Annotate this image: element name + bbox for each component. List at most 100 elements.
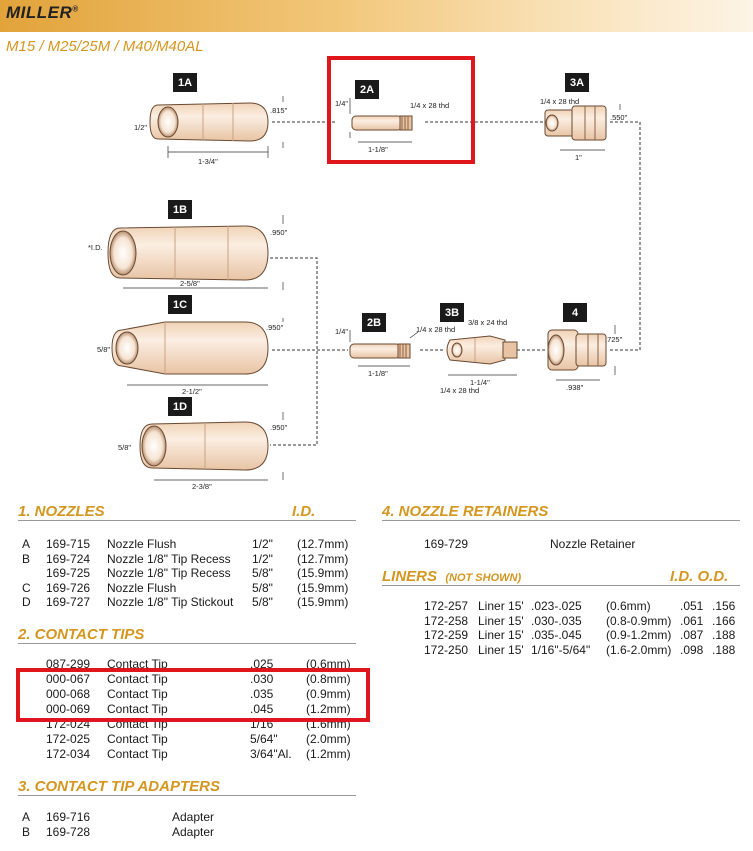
svg-text:1": 1" — [575, 153, 582, 162]
nozzle-1d — [139, 421, 269, 471]
tag-1c: 1C — [173, 299, 187, 311]
svg-text:.950": .950" — [270, 228, 288, 237]
size-mm: (0.6mm) — [606, 599, 651, 613]
section-liners-title: LINERS (NOT SHOWN) — [382, 568, 740, 586]
tag-2a: 2A — [360, 84, 374, 96]
liners-note: (NOT SHOWN) — [445, 572, 522, 584]
part-number: 172-258 — [424, 613, 469, 628]
tip-adapter-3b — [446, 335, 518, 365]
size: 1/2" — [252, 551, 273, 566]
section-nozzles-title: 1. NOZZLES — [18, 503, 356, 521]
section-contact-tips-title: 2. CONTACT TIPS — [18, 626, 356, 644]
nozzle-1a — [149, 102, 269, 142]
description: Nozzle Flush — [107, 537, 177, 551]
section-adapters-title: 3. CONTACT TIP ADAPTERS — [18, 778, 356, 796]
part-number: 169-724 — [46, 551, 91, 566]
part-number: 172-250 — [424, 642, 469, 657]
size: 1/2" — [252, 537, 273, 551]
nozzle-1c — [111, 321, 269, 375]
svg-text:1/4": 1/4" — [335, 327, 348, 336]
outer-diameter: .156 — [712, 599, 736, 613]
nozzles-id-header: I.D. — [292, 503, 316, 520]
part-number: 172-259 — [424, 628, 469, 642]
svg-text:2-5/8": 2-5/8" — [180, 279, 200, 288]
part-number: 169-728 — [46, 825, 91, 839]
tag-1b: 1B — [173, 204, 187, 216]
header-banner: MILLER® — [0, 0, 753, 32]
dimension-labels: .815" 1/2" 1-3/4" 1/4" 1/4 x 28 thd 1-1/… — [88, 97, 628, 491]
svg-text:1-3/4": 1-3/4" — [198, 157, 218, 166]
size-mm: (15.9mm) — [297, 566, 349, 580]
row-letter: A — [22, 810, 31, 824]
svg-text:1-1/8": 1-1/8" — [368, 145, 388, 154]
size-range: .030-.035 — [531, 613, 582, 628]
svg-text:1/2": 1/2" — [134, 123, 147, 132]
part-number: 172-034 — [46, 747, 91, 761]
description: Contact Tip — [107, 672, 168, 686]
svg-text:3/8 x 24 thd: 3/8 x 24 thd — [468, 318, 507, 327]
svg-text:1/4": 1/4" — [335, 99, 348, 108]
inner-diameter: .051 — [680, 599, 704, 613]
description: Nozzle 1/8" Tip Recess — [107, 551, 231, 566]
part-number: 000-067 — [46, 672, 91, 686]
part-tags: 1A 2A 3A 1B 1C 2B 3B 4 1D — [168, 73, 589, 416]
part-number: 087-299 — [46, 657, 91, 671]
part-number: 169-729 — [424, 537, 469, 551]
size-range: 1/16"-5/64" — [531, 642, 591, 657]
svg-text:1-1/4": 1-1/4" — [470, 378, 490, 387]
description: Liner 15' — [478, 613, 524, 628]
size-mm: (0.9-1.2mm) — [606, 628, 672, 642]
svg-text:5/8": 5/8" — [97, 345, 110, 354]
outer-diameter: .188 — [712, 642, 736, 657]
highlight-box-contact-tips — [16, 668, 370, 722]
size-mm: (1.2mm) — [306, 702, 351, 716]
tag-2b: 2B — [367, 317, 381, 329]
model-list: M15 / M25/25M / M40/M40AL — [6, 38, 204, 55]
inner-diameter: .098 — [680, 642, 704, 657]
svg-text:1-1/8": 1-1/8" — [368, 369, 388, 378]
svg-text:.725": .725" — [605, 335, 623, 344]
part-number: 169-715 — [46, 537, 91, 551]
retainer-row: 169-729 Nozzle Retainer — [0, 537, 753, 552]
part-number: 169-716 — [46, 810, 91, 824]
size-mm: (2.0mm) — [306, 732, 351, 746]
svg-text:1/4 x 28 thd: 1/4 x 28 thd — [416, 325, 455, 334]
size: 5/8" — [252, 566, 273, 580]
svg-text:*I.D.: *I.D. — [88, 243, 103, 252]
nozzle-retainer-4 — [547, 329, 607, 371]
description: Contact Tip — [107, 747, 168, 761]
size: 5/8" — [252, 595, 273, 609]
size: .035 — [250, 687, 274, 701]
inner-diameter: .061 — [680, 613, 704, 628]
section-retainers-title: 4. NOZZLE RETAINERS — [382, 503, 740, 521]
size: 5/8" — [252, 580, 273, 595]
svg-text:1/4 x 28 thd: 1/4 x 28 thd — [440, 386, 479, 395]
part-number: 172-025 — [46, 732, 91, 746]
size-range: .023-.025 — [531, 599, 582, 613]
svg-text:5/8": 5/8" — [118, 443, 131, 452]
svg-text:.815": .815" — [270, 106, 288, 115]
inner-diameter: .087 — [680, 628, 704, 642]
brand-logo: MILLER® — [6, 3, 79, 22]
row-letter: D — [22, 595, 31, 609]
description: Contact Tip — [107, 732, 168, 746]
description: Nozzle Retainer — [550, 537, 636, 551]
liners-id-od-header: I.D. O.D. — [670, 568, 729, 585]
size: .045 — [250, 702, 274, 716]
size-mm: (15.9mm) — [297, 580, 349, 595]
tag-3b: 3B — [445, 307, 459, 319]
size-mm: (0.6mm) — [306, 657, 351, 671]
description: Liner 15' — [478, 628, 524, 642]
tip-adapter-3a — [544, 105, 607, 141]
size-mm: (0.9mm) — [306, 687, 351, 701]
row-letter: B — [22, 825, 31, 839]
tag-3a: 3A — [570, 77, 584, 89]
